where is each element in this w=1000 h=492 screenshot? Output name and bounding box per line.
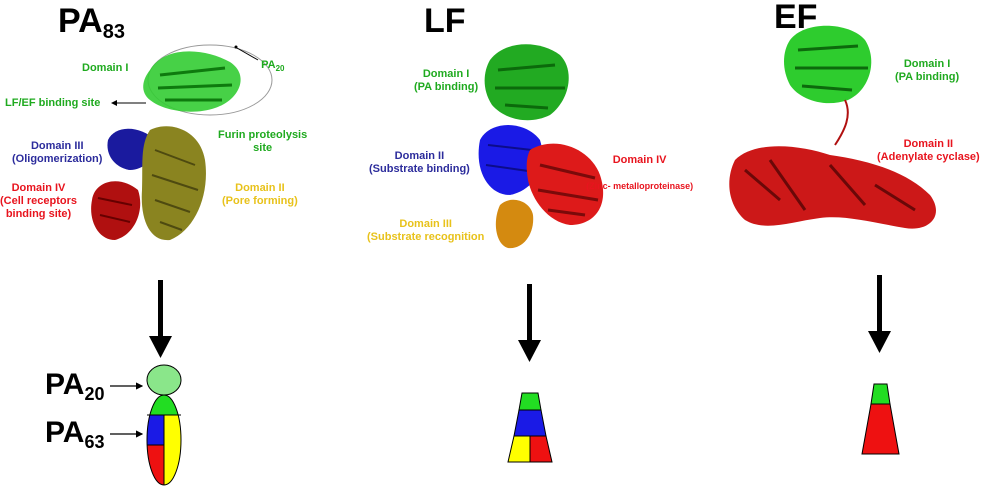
pa83-structure [91,44,273,241]
pa20-ellipse-schematic [146,364,182,396]
pa83-domain1-ribbon [143,51,241,112]
pa83-domain2-ribbon [141,126,206,241]
lf-domain1-ribbon [484,44,569,121]
pa83-title-main: PA [58,2,103,40]
ef-title: EF [774,0,818,36]
pa83-domain1-label: Domain I [82,62,129,74]
ef-trapezoid-schematic [861,383,900,455]
ef-domain1-label: Domain I (PA binding) [895,58,960,83]
lf-down-arrow [518,284,541,362]
pa63-schematic-main: PA [45,416,85,449]
pa63-schematic-label: PA63 [45,416,105,452]
pa20-schematic-label: PA20 [45,368,105,404]
lf-domain3-label: Domain III (Substrate recognition [367,218,485,243]
pa63-schematic-sub: 63 [84,432,105,452]
lf-domain1-label: Domain I (PA binding) [414,68,479,93]
lf-title: LF [424,2,466,40]
lf-structure [478,44,604,249]
lf-domain2-ribbon [478,125,543,195]
lf-domain4-label-sub: (Zinc- metalloproteinase) [586,181,694,191]
pa83-furin-label: Furin proteolysis site [218,129,308,154]
pa83-down-arrow [149,280,172,358]
lf-trapezoid-schematic [507,392,553,463]
pa20-structure-label-main: PA [261,59,276,71]
pa83-domain4-label: Domain IV (Cell receptors binding site) [0,182,78,220]
lf-domain4-label: Domain IV (Zinc- metalloproteinase) [580,141,693,193]
pa20-schematic-sub: 20 [84,384,105,404]
ef-domain2-label: Domain II (Adenylate cyclase) [877,138,980,163]
pa83-domain2-label: Domain II (Pore forming) [222,182,298,207]
ef-domain1-ribbon [784,25,872,104]
pa83-domain3-label: Domain III (Oligomerization) [12,140,103,165]
pa20-structure-label-sub: 20 [275,64,285,74]
lf-domain2-label: Domain II (Substrate binding) [369,150,470,175]
pa83-domain4-ribbon [91,181,141,240]
pa83-title: PA83 [58,4,125,42]
pa63-ellipse-schematic [146,394,182,486]
lf-domain3-ribbon [495,199,534,249]
pa20-structure-label: PA20 [255,46,285,75]
pa83-title-sub: 83 [102,21,125,43]
lf-domain4-ribbon [526,143,604,225]
ef-structure [729,25,936,229]
pa20-schematic-main: PA [45,368,85,401]
lf-domain4-label-main: Domain IV [612,154,667,166]
ef-domain2-ribbon [729,146,936,229]
ef-down-arrow [868,275,891,353]
pa83-lfef-binding-label: LF/EF binding site [5,97,101,109]
